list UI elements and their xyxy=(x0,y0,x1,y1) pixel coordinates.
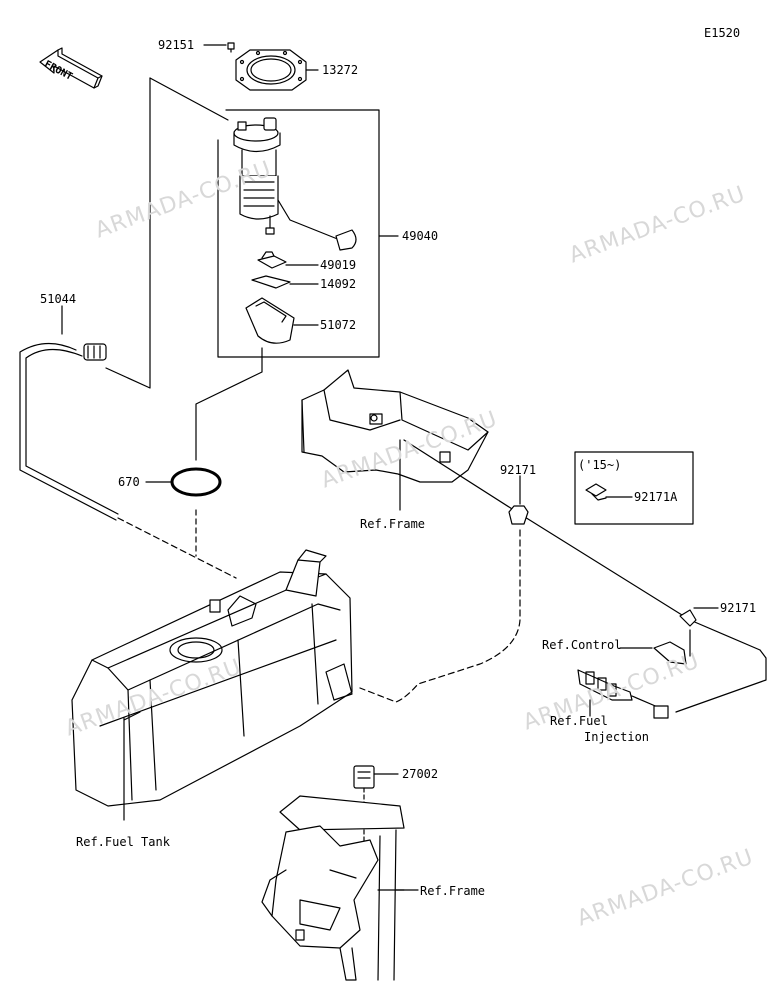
part-number-51072[interactable]: 51072 xyxy=(320,318,357,332)
part-number-51044[interactable]: 51044 xyxy=(40,292,77,306)
plate-14092 xyxy=(251,275,319,289)
ref-fuel-injection-line2[interactable]: Injection xyxy=(584,730,650,744)
ref-frame-top[interactable]: Ref.Frame xyxy=(360,517,426,531)
ref-frame-bottom[interactable]: Ref.Frame xyxy=(420,884,486,898)
hose-51044 xyxy=(19,305,237,579)
cup-51072 xyxy=(245,297,319,344)
part-number-49019[interactable]: 49019 xyxy=(320,258,357,272)
part-number-92171A[interactable]: 92171A xyxy=(634,490,678,504)
fuel-line xyxy=(235,439,767,713)
inset-year: ('15~) xyxy=(578,458,622,472)
inset-box xyxy=(574,451,694,525)
part-number-670[interactable]: 670 xyxy=(118,475,140,489)
part-number-14092[interactable]: 14092 xyxy=(320,277,357,291)
fuel-pump-assembly xyxy=(233,117,357,251)
fuel-injection xyxy=(577,669,669,719)
part-number-27002[interactable]: 27002 xyxy=(402,767,439,781)
fuel-tank xyxy=(71,549,353,821)
front-arrow-icon xyxy=(39,47,103,89)
ref-fuel-injection-line1[interactable]: Ref.Fuel xyxy=(550,714,608,728)
part-number-92171-lower[interactable]: 92171 xyxy=(720,601,757,615)
o-ring-670 xyxy=(145,467,222,497)
part-number-13272[interactable]: 13272 xyxy=(322,63,359,77)
part-number-92171-upper[interactable]: 92171 xyxy=(500,463,537,477)
bolt-92151 xyxy=(203,42,235,53)
ref-fuel-tank[interactable]: Ref.Fuel Tank xyxy=(76,835,170,849)
frame-bottom xyxy=(261,765,419,981)
gasket-plate-13272 xyxy=(235,49,319,91)
part-number-92151[interactable]: 92151 xyxy=(158,38,195,52)
filter-49019 xyxy=(257,251,319,269)
diagram-code: E1520 xyxy=(704,26,741,40)
ref-control[interactable]: Ref.Control xyxy=(542,638,622,652)
part-number-49040[interactable]: 49040 xyxy=(402,229,439,243)
